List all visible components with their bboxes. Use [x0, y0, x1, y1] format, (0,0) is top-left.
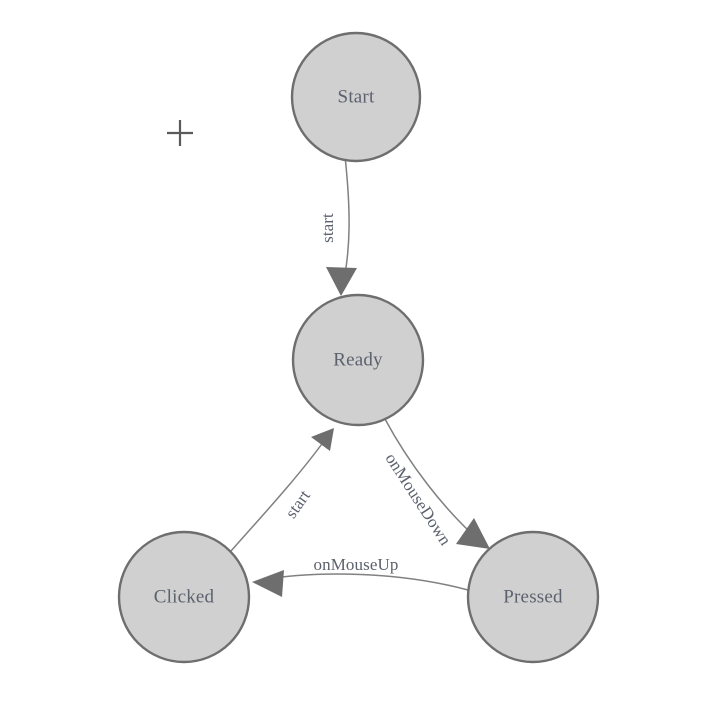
- node-pressed[interactable]: Pressed: [466, 530, 600, 664]
- edge-line: [259, 573, 469, 591]
- node-clicked-circle[interactable]: [117, 530, 251, 664]
- edge-arrowhead: [456, 518, 490, 549]
- nodes-layer: Start Ready Clicked Pressed: [117, 31, 600, 664]
- node-start-circle[interactable]: [290, 31, 422, 163]
- edge-line: [230, 436, 328, 552]
- node-clicked-label: Clicked: [154, 586, 215, 607]
- edge-arrowhead: [326, 267, 357, 296]
- node-ready-label: Ready: [333, 349, 383, 370]
- node-pressed-circle[interactable]: [466, 530, 600, 664]
- edge-arrowhead: [252, 570, 284, 597]
- node-ready[interactable]: Ready: [291, 293, 425, 427]
- edge-start-to-ready[interactable]: start: [318, 160, 357, 296]
- edge-label-start-return: start: [281, 486, 314, 521]
- node-pressed-label: Pressed: [503, 586, 563, 607]
- edge-label-onmousedown: onMouseDown: [382, 450, 456, 550]
- node-start[interactable]: Start: [290, 31, 422, 163]
- node-start-label: Start: [338, 86, 375, 107]
- edge-arrowhead: [311, 428, 334, 451]
- edge-label-onmouseup: onMouseUp: [314, 555, 399, 574]
- node-ready-circle[interactable]: [291, 293, 425, 427]
- edge-pressed-to-clicked[interactable]: onMouseUp: [252, 555, 469, 597]
- edge-clicked-to-ready[interactable]: start: [230, 428, 334, 552]
- edge-ready-to-pressed[interactable]: onMouseDown: [382, 418, 490, 550]
- node-clicked[interactable]: Clicked: [117, 530, 251, 664]
- edge-label-start: start: [318, 213, 337, 243]
- crosshair-icon[interactable]: [167, 120, 193, 146]
